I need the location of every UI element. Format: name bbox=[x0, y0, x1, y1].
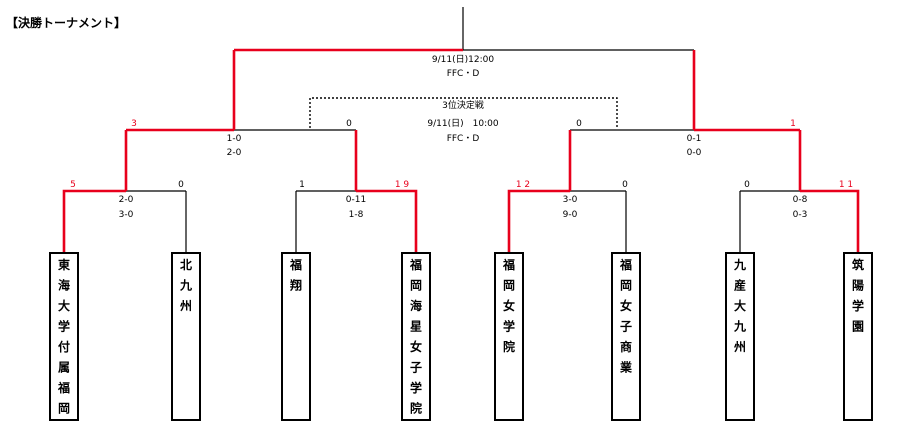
r1m3-left-score: 1 2 bbox=[516, 180, 530, 190]
team-box-frame bbox=[494, 252, 524, 421]
team-name-char: 学 bbox=[503, 319, 515, 334]
team-name-char: 業 bbox=[619, 360, 633, 375]
team-name-char: 子 bbox=[620, 320, 632, 334]
page-title: 【決勝トーナメント】 bbox=[6, 16, 127, 30]
team-name-char: 商 bbox=[620, 339, 632, 354]
team-name-char: 州 bbox=[733, 340, 746, 354]
r1m4-detail-1: 0-8 bbox=[793, 195, 808, 205]
team-name-char: 岡 bbox=[620, 279, 632, 293]
r1m1-left-score: 5 bbox=[70, 180, 76, 190]
r1m4-right-score: 1 1 bbox=[839, 180, 853, 190]
team-name-char: 付 bbox=[58, 339, 70, 354]
semi2-detail-1: 0-1 bbox=[687, 134, 702, 144]
semi1-detail-2: 2-0 bbox=[227, 148, 242, 158]
team-name-char: 星 bbox=[410, 320, 422, 334]
team-name-char: 産 bbox=[734, 278, 746, 293]
r1m2-right-score: 1 9 bbox=[395, 180, 410, 190]
r1m1-right-score: 0 bbox=[178, 180, 184, 190]
final-date: 9/11(日)12:00 bbox=[432, 54, 494, 65]
team-name-char: 九 bbox=[733, 319, 746, 334]
semi1-left-score: 3 bbox=[131, 119, 137, 129]
team-name-char: 海 bbox=[58, 278, 70, 293]
semi2-right-score: 1 bbox=[790, 119, 796, 129]
team-box-frame bbox=[49, 252, 79, 421]
r1m2-detail-2: 1-8 bbox=[349, 210, 364, 220]
team-name-char: 子 bbox=[410, 361, 422, 375]
semi2-detail-2: 0-0 bbox=[687, 148, 702, 158]
team-box-frame bbox=[171, 252, 201, 421]
r1m3-right-score: 0 bbox=[622, 180, 628, 190]
team-box: 福翔 bbox=[281, 252, 311, 421]
r1m2-left-score: 1 bbox=[299, 180, 305, 190]
team-name-char: 福 bbox=[409, 257, 422, 272]
third-place-label: 3位決定戦 bbox=[442, 99, 484, 111]
r1m2-detail-1: 0-11 bbox=[346, 195, 366, 205]
team-name-char: 院 bbox=[410, 401, 422, 416]
team-name-char: 岡 bbox=[58, 402, 70, 416]
r1m4-left-score: 0 bbox=[744, 180, 750, 190]
team-name-char: 女 bbox=[410, 339, 422, 354]
team-name-char: 福 bbox=[57, 380, 70, 395]
team-name-char: 学 bbox=[852, 298, 864, 313]
team-box-frame bbox=[401, 252, 431, 421]
team-box: 北九州 bbox=[171, 252, 201, 421]
team-name-char: 学 bbox=[410, 380, 422, 395]
team-name-char: 九 bbox=[179, 278, 192, 293]
team-name-char: 北 bbox=[180, 257, 192, 272]
team-name-char: 福 bbox=[502, 257, 515, 272]
team-box-frame bbox=[281, 252, 311, 421]
r1m1-detail-1: 2-0 bbox=[119, 195, 134, 205]
r1m3-detail-1: 3-0 bbox=[563, 195, 578, 205]
winner-lines bbox=[62, 48, 860, 253]
r1m1-detail-2: 3-0 bbox=[119, 210, 134, 220]
team-name-char: 女 bbox=[620, 298, 632, 313]
team-name-char: 属 bbox=[58, 361, 70, 375]
team-name-char: 州 bbox=[179, 299, 192, 313]
third-place-date: 9/11(日) 10:00 bbox=[427, 118, 498, 129]
final-venue: FFC・D bbox=[447, 69, 480, 79]
semi1-right-score: 0 bbox=[346, 119, 352, 129]
team-name-char: 海 bbox=[410, 298, 422, 313]
team-name-char: 福 bbox=[289, 257, 302, 272]
bracket-lines bbox=[126, 7, 800, 253]
team-name-char: 岡 bbox=[503, 279, 515, 293]
team-name-char: 陽 bbox=[852, 279, 864, 293]
team-name-char: 筑 bbox=[852, 257, 864, 272]
third-place-bracket bbox=[309, 97, 618, 128]
team-name-char: 女 bbox=[503, 298, 515, 313]
team-name-char: 園 bbox=[852, 320, 864, 334]
team-name-char: 大 bbox=[734, 298, 746, 313]
team-box-frame bbox=[611, 252, 641, 421]
team-name-char: 院 bbox=[503, 339, 515, 354]
team-name-char: 翔 bbox=[289, 278, 302, 293]
third-place-venue: FFC・D bbox=[447, 134, 480, 144]
team-name-char: 学 bbox=[58, 319, 70, 334]
team-box-frame bbox=[843, 252, 873, 421]
semi1-detail-1: 1-0 bbox=[227, 134, 242, 144]
semi2-left-score: 0 bbox=[576, 119, 582, 129]
team-name-char: 福 bbox=[619, 257, 632, 272]
team-name-char: 大 bbox=[58, 298, 70, 313]
team-name-char: 東 bbox=[58, 257, 70, 272]
r1m4-detail-2: 0-3 bbox=[793, 210, 808, 220]
team-boxes: 東海大学付属福岡北九州福翔福岡海星女子学院福岡女学院福岡女子商業九産大九州筑陽学… bbox=[49, 252, 873, 421]
r1m3-detail-2: 9-0 bbox=[563, 210, 578, 220]
team-name-char: 岡 bbox=[410, 279, 422, 293]
team-name-char: 九 bbox=[733, 257, 746, 272]
team-box-frame bbox=[725, 252, 755, 421]
